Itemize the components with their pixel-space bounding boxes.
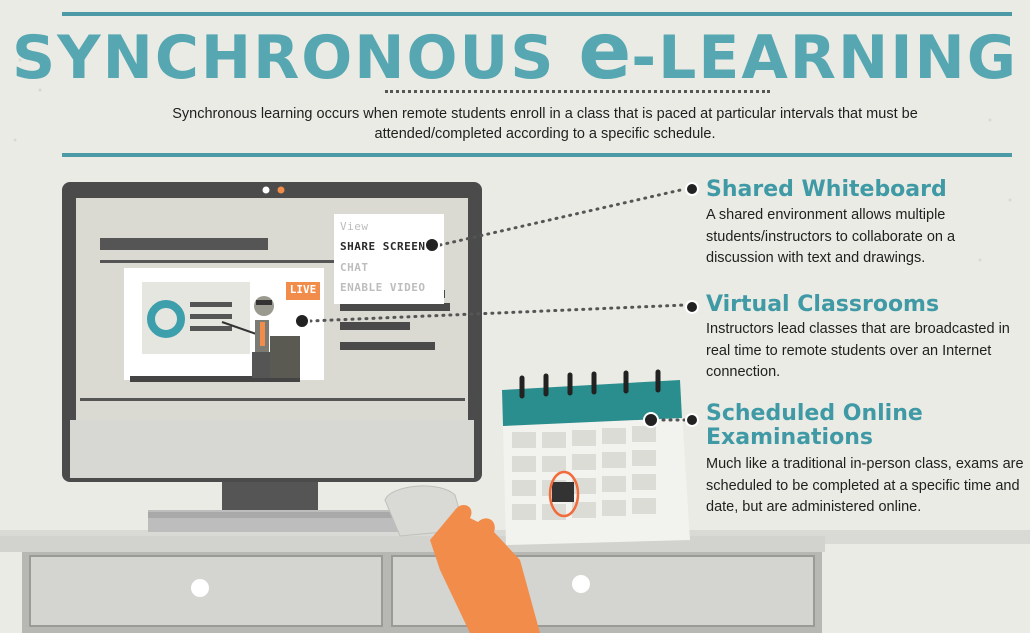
feature-text-virtual-classrooms: Instructors lead classes that are broadc… <box>706 321 1010 380</box>
feature-title-scheduled-line1: Scheduled Online <box>706 401 923 426</box>
drawer-knob-left <box>191 579 209 597</box>
calendar <box>502 369 690 545</box>
live-badge: LIVE <box>289 283 317 296</box>
title-part1: SYNCHRONOUS <box>11 23 579 93</box>
desk <box>0 530 1030 633</box>
callout-dot-calendar <box>643 412 659 428</box>
top-rule <box>62 12 1012 16</box>
title-part2: -LEARNING <box>631 23 1019 93</box>
feature-text-scheduled-exams: Much like a traditional in-person class,… <box>706 456 1024 515</box>
feature-text-shared-whiteboard: A shared environment allows multiple stu… <box>706 207 956 266</box>
callout-dot-video <box>294 313 310 329</box>
feature-dot-2 <box>685 300 699 314</box>
feature-dot-3 <box>685 413 699 427</box>
title-e: e <box>578 7 632 97</box>
monitor <box>62 182 482 532</box>
background-dots <box>13 58 1012 262</box>
menu-chat[interactable]: CHAT <box>340 261 369 274</box>
title-dotted-underline <box>385 90 770 93</box>
menu-view[interactable]: View <box>340 220 369 233</box>
feature-dot-1 <box>685 182 699 196</box>
leader-lines <box>308 187 687 422</box>
page-title: SYNCHRONOUS e-LEARNING <box>0 13 1030 96</box>
feature-title-virtual-classrooms: Virtual Classrooms <box>706 292 940 317</box>
feature-title-scheduled-line2: Examinations <box>706 425 873 450</box>
header-divider <box>62 153 1012 157</box>
hand-and-mouse <box>384 485 540 633</box>
drawer-knob-right <box>572 575 590 593</box>
menu-share-screen[interactable]: SHARE SCREEN <box>340 240 426 253</box>
intro-text: Synchronous learning occurs when remote … <box>172 106 918 142</box>
menu-enable-video[interactable]: ENABLE VIDEO <box>340 281 426 294</box>
feature-title-shared-whiteboard: Shared Whiteboard <box>706 177 947 202</box>
callout-dot-share <box>424 237 440 253</box>
